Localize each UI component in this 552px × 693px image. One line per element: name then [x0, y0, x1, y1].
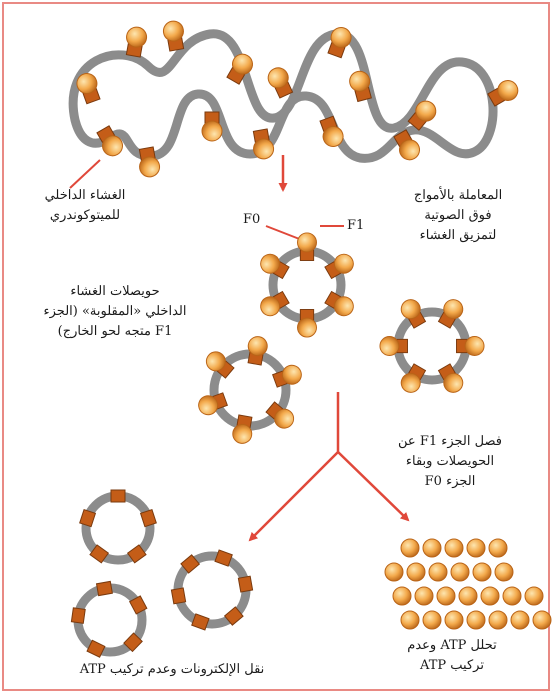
vesicle-top [273, 251, 341, 319]
vesicle-top-unit-1 [298, 233, 317, 261]
vesicle-f0-b-f0-5 [171, 588, 185, 604]
vesicle-f0-a-f0-1 [111, 490, 125, 502]
arrow-to-f0-vesicles [250, 392, 338, 540]
f0-pointer [266, 226, 302, 240]
vesicle-f0-a-f0-2 [141, 510, 157, 527]
vesicle-top-unit-4 [298, 310, 317, 338]
vesicle-f0-c-f0-5 [71, 608, 85, 624]
f1-particle-14 [437, 587, 455, 605]
f1-particle-20 [423, 611, 441, 629]
f1-particle-12 [393, 587, 411, 605]
f1-particle-23 [489, 611, 507, 629]
label-inner-membrane: الغشاء الداخلي للميتوكوندري [10, 186, 160, 226]
label-ultrasound-treatment: المعاملة بالأمواج فوق الصوتية لتمزيق الغ… [378, 186, 538, 246]
vesicle-right-unit-5 [380, 337, 408, 356]
f1-particle-25 [533, 611, 551, 629]
f1-particle-1 [401, 539, 419, 557]
vesicle-right-unit-2 [457, 337, 485, 356]
f1-particle-19 [401, 611, 419, 629]
label-f1-separation: فصل الجزء F1 عن الحويصلات وبقاء الجزء F0 [370, 432, 530, 492]
f1-particle-8 [429, 563, 447, 581]
f1-particle-24 [511, 611, 529, 629]
f1-particle-21 [445, 611, 463, 629]
label-inverted-vesicles: حويصلات الغشاء الداخلي «المقلوبة» (الجزء… [4, 282, 226, 342]
label-result-atp-hydrolysis: تحلل ATP وعدم تركيب ATP [368, 636, 536, 676]
f1-particle-11 [495, 563, 513, 581]
vesicle-f0-b-f0-2 [238, 576, 252, 592]
atp-synthase-3 [162, 20, 187, 52]
f1-particle-22 [467, 611, 485, 629]
f1-particle-2 [423, 539, 441, 557]
vesicle-f0-c-f0-1 [97, 581, 113, 595]
f1-particle-4 [467, 539, 485, 557]
vesicle-f0-a-f0-5 [80, 510, 96, 527]
atp-synthase-2 [123, 26, 148, 58]
membrane-pointer [70, 160, 100, 188]
f1-particle-16 [481, 587, 499, 605]
atp-synthase-15 [202, 112, 222, 141]
f1-particle-15 [459, 587, 477, 605]
f1-particle-6 [385, 563, 403, 581]
label-result-electron-transport: نقل الإلكترونات وعدم تركيب ATP [14, 660, 330, 680]
f1-particle-5 [489, 539, 507, 557]
f1-particle-13 [415, 587, 433, 605]
f1-particle-9 [451, 563, 469, 581]
f1-particle-10 [473, 563, 491, 581]
f1-particle-17 [503, 587, 521, 605]
label-f1: F1 [347, 218, 364, 233]
atp-synthase-6 [325, 25, 354, 59]
vesicle-right [398, 312, 466, 380]
f1-particle-7 [407, 563, 425, 581]
f1-particle-18 [525, 587, 543, 605]
label-f0: F0 [243, 212, 260, 227]
f1-particle-3 [445, 539, 463, 557]
